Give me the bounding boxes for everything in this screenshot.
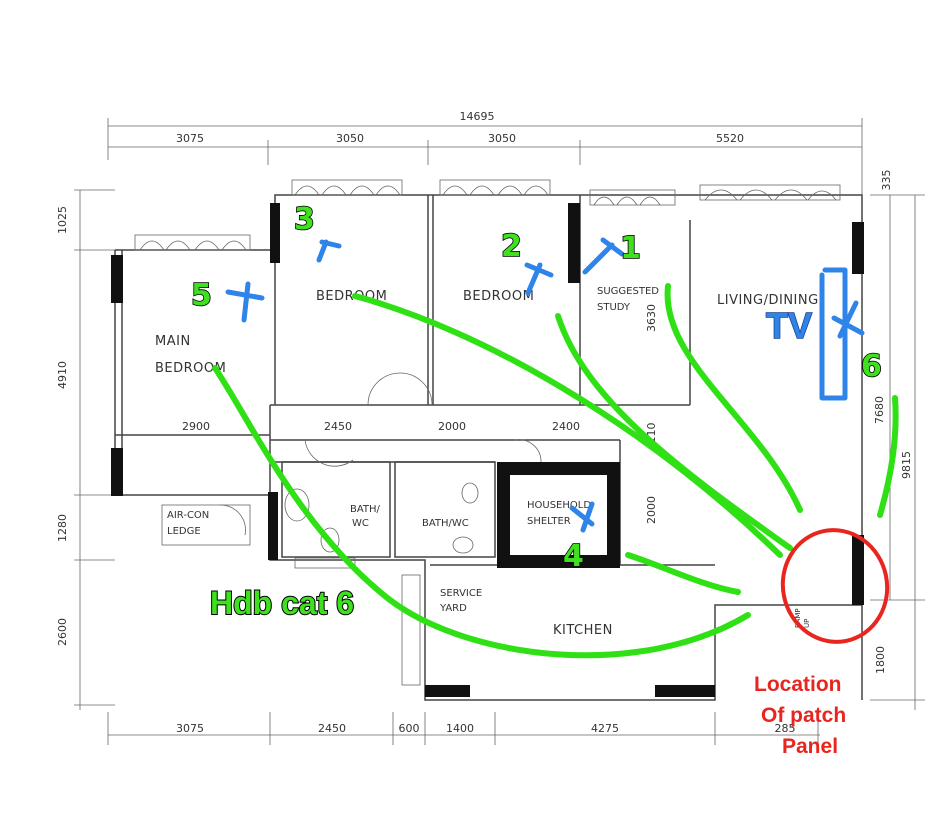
- patch-panel-line2: Of patch: [761, 704, 846, 727]
- room-living: LIVING/DINING: [717, 293, 819, 308]
- dim-left-4: 2600: [56, 618, 69, 646]
- point-4-label: 4: [563, 539, 584, 574]
- room-bath-1-line1: BATH/: [350, 504, 381, 515]
- dim-bottom-6: 285: [775, 722, 796, 735]
- room-main-bedroom-line1: MAIN: [155, 334, 191, 349]
- room-study-line2: STUDY: [597, 302, 631, 313]
- dim-left-2: 4910: [56, 361, 69, 389]
- point-2-label: 2: [501, 229, 522, 264]
- room-bath-2: BATH/WC: [422, 518, 469, 529]
- dim-left-1: 1025: [56, 206, 69, 234]
- bath-fixtures: [284, 482, 479, 569]
- patch-panel-highlight: [780, 528, 890, 644]
- dim-left-3: 1280: [56, 514, 69, 542]
- dim-interior-4: 2400: [552, 420, 580, 433]
- dim-interior-3: 2000: [438, 420, 466, 433]
- room-shelter-line2: SHELTER: [527, 516, 571, 527]
- dim-right-3: 1800: [874, 646, 887, 674]
- dim-right-1: 7680: [873, 396, 886, 424]
- dim-total: 14695: [460, 110, 495, 123]
- cable-type-label: Hdb cat 6: [210, 585, 354, 621]
- dim-top-4: 5520: [716, 132, 744, 145]
- room-bath-1-line2: WC: [352, 518, 369, 529]
- black-wall-pieces: [111, 203, 864, 697]
- patch-panel-line3: Panel: [782, 735, 838, 758]
- dim-vert-3: 2000: [645, 496, 658, 524]
- room-kitchen: KITCHEN: [553, 623, 613, 638]
- point-5-label: 5: [191, 278, 212, 313]
- point-3-label: 3: [294, 202, 315, 237]
- dim-bottom-5: 4275: [591, 722, 619, 735]
- dim-top-3: 3050: [488, 132, 516, 145]
- dim-bottom-3: 600: [399, 722, 420, 735]
- outlet-marks: [225, 237, 865, 533]
- room-service-yard-line1: SERVICE: [440, 588, 482, 599]
- point-6-label: 6: [861, 349, 882, 384]
- patch-panel-line1: Location: [754, 673, 842, 696]
- dim-interior-2: 2450: [324, 420, 352, 433]
- point-1-label: 1: [620, 231, 641, 266]
- room-ramp-line2: UP: [803, 619, 811, 628]
- dim-bottom-2: 2450: [318, 722, 346, 735]
- dim-bottom-1: 3075: [176, 722, 204, 735]
- dim-vert-1: 3630: [645, 304, 658, 332]
- room-study-line1: SUGGESTED: [597, 286, 659, 297]
- room-main-bedroom-line2: BEDROOM: [155, 361, 226, 376]
- shelter-walls: [497, 462, 620, 568]
- room-shelter-line1: HOUSEHOLD: [527, 500, 591, 511]
- dim-interior-1: 2900: [182, 420, 210, 433]
- window-arcs: [139, 185, 837, 536]
- room-ramp-line1: RAMP: [794, 608, 802, 628]
- dim-right-2: 9815: [900, 451, 913, 479]
- dim-top-2: 3050: [336, 132, 364, 145]
- room-aircon-line2: LEDGE: [167, 526, 201, 537]
- cable-routes: [212, 283, 899, 659]
- room-bedroom-2: BEDROOM: [463, 289, 534, 304]
- room-service-yard-line2: YARD: [439, 603, 467, 614]
- dim-top-right: 335: [880, 170, 893, 191]
- dim-bottom-4: 1400: [446, 722, 474, 735]
- dimension-lines: [74, 118, 925, 745]
- dim-top-1: 3075: [176, 132, 204, 145]
- room-aircon-line1: AIR-CON: [167, 510, 209, 521]
- tv-label: TV: [766, 305, 812, 346]
